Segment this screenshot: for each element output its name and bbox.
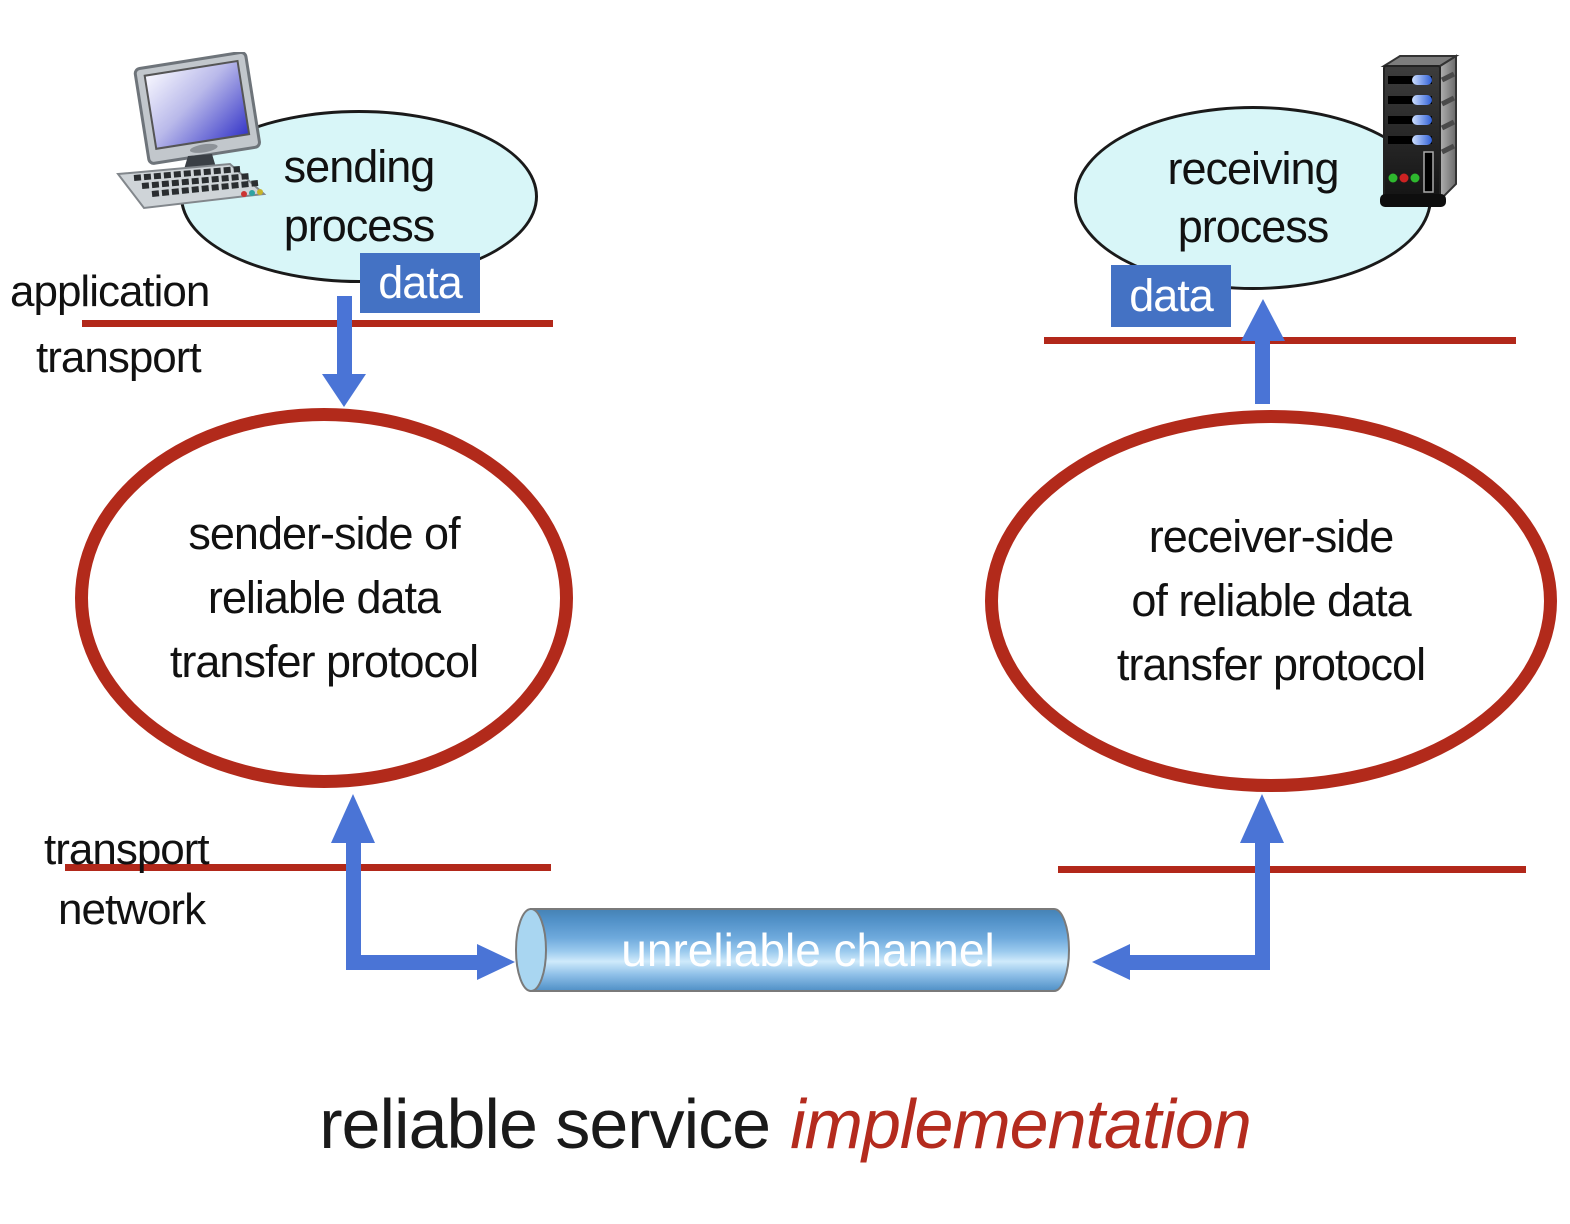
sender-to-channel-arrow-head <box>477 944 515 980</box>
unreliable-channel-label: unreliable channel <box>621 924 994 976</box>
receiver-vertical-shaft <box>1255 842 1270 970</box>
sender-data-label: data <box>378 257 463 308</box>
sender-protocol-line3: transfer protocol <box>169 635 479 687</box>
receiving-process-label-line2: process <box>1177 201 1330 252</box>
receiver-up-arrow-head <box>1240 794 1284 843</box>
receiver-top-arrow-shaft <box>1255 340 1270 404</box>
sender-down-arrow-shaft <box>337 296 352 376</box>
receiver-side-protocol-ellipse: receiver-side of reliable data transfer … <box>985 410 1557 792</box>
transport-layer-label-bottom: transport <box>44 825 210 874</box>
server-icon <box>1380 54 1460 207</box>
sender-side-protocol-ellipse: sender-side of reliable data transfer pr… <box>75 408 573 788</box>
application-layer-label: application <box>10 267 210 316</box>
unreliable-channel-cylinder: unreliable channel <box>515 908 1070 992</box>
transport-layer-label-top: transport <box>36 333 202 382</box>
sender-horizontal-shaft <box>346 955 478 970</box>
sending-process-label-line2: process <box>283 199 436 251</box>
sender-vertical-shaft <box>346 842 361 970</box>
app-transport-boundary-line <box>82 320 553 327</box>
sender-protocol-line1: sender-side of <box>188 508 460 560</box>
desktop-computer-icon <box>116 52 267 210</box>
receiver-protocol-line3: transfer protocol <box>1116 638 1426 690</box>
receiver-data-box: data <box>1111 265 1231 327</box>
sender-data-box: data <box>360 253 480 313</box>
caption-red-text: implementation <box>790 1085 1252 1163</box>
receiver-protocol-line1: receiver-side <box>1148 511 1395 563</box>
transport-network-boundary-line-right <box>1058 866 1526 873</box>
receiving-process-ellipse: receiving process <box>1074 106 1432 290</box>
receiver-protocol-line2: of reliable data <box>1131 575 1411 627</box>
receiving-process-label-line1: receiving <box>1167 142 1339 194</box>
receiver-top-arrow-head <box>1241 299 1285 341</box>
sender-protocol-line2: reliable data <box>207 572 441 624</box>
sending-process-label-line1: sending <box>283 141 436 192</box>
network-layer-label: network <box>58 885 206 934</box>
receiver-data-label: data <box>1129 270 1214 321</box>
transport-network-boundary-line-left <box>65 864 551 871</box>
channel-to-receiver-arrow-head <box>1092 944 1130 980</box>
sender-up-arrow-head <box>331 794 375 843</box>
sender-down-arrow-head <box>322 374 366 407</box>
receiver-horizontal-shaft <box>1130 955 1270 970</box>
caption-black-text: reliable service <box>319 1085 771 1163</box>
